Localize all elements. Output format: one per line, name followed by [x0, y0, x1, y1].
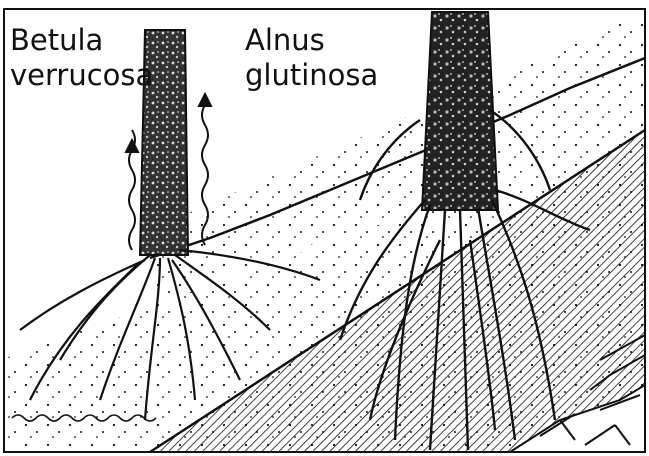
alnus-trunk	[422, 12, 498, 210]
label-betula-line1: Betula	[10, 23, 103, 57]
label-alnus-line1: Alnus	[245, 23, 325, 57]
label-alnus-line2: glutinosa	[245, 58, 378, 92]
label-betula-line2: verrucosa	[10, 58, 153, 92]
